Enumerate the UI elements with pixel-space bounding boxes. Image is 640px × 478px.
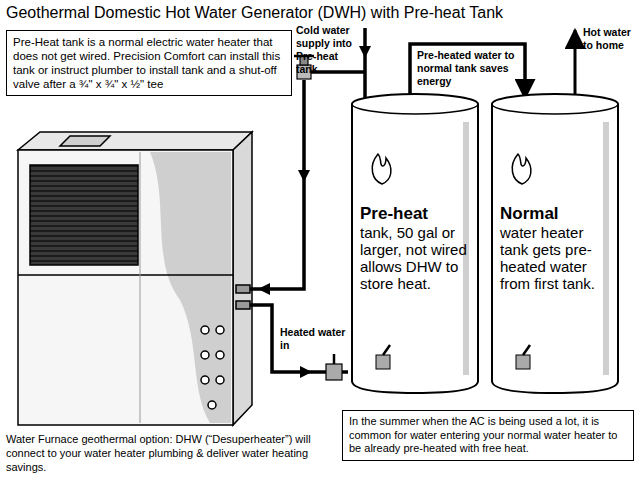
tank-body: water heater tank gets pre-heated water … — [500, 224, 614, 292]
note-box: In the summer when the AC is being used … — [342, 410, 634, 461]
tank-body-shape — [352, 94, 478, 393]
flame-icon — [372, 154, 391, 184]
pipe-connector — [410, 44, 525, 100]
annotation-label: Hot water to home — [583, 26, 635, 52]
flame-icon — [512, 154, 531, 184]
tank-rim — [352, 104, 478, 114]
diagram-title: Geothermal Domestic Hot Water Generator … — [6, 3, 503, 22]
annotation-label: Water Furnace geothermal option: DHW (“D… — [6, 432, 336, 474]
note-box: Pre-Heat tank is a normal electric water… — [6, 30, 292, 96]
tank-drain-valve — [376, 355, 390, 369]
tank-body: tank, 50 gal or larger, not wired allows… — [360, 224, 474, 292]
tank-heading: Normal — [500, 204, 614, 224]
note-text: Pre-Heat tank is a normal electric water… — [13, 35, 285, 91]
water-heater-tank: Normalwater heater tank gets pre-heated … — [490, 92, 620, 395]
water-heater-tank: Pre-heattank, 50 gal or larger, not wire… — [350, 92, 480, 395]
tank-heading: Pre-heat — [360, 204, 474, 224]
tank-drain-valve — [516, 355, 530, 369]
drain-valve — [326, 354, 342, 380]
note-text: In the summer when the AC is being used … — [349, 415, 627, 456]
annotation-label: Cold water supply into Pre-heat tank — [296, 24, 358, 76]
tank-drain-handle — [523, 345, 530, 355]
annotation-label: Heated water in — [280, 326, 348, 352]
edge-label: Pre-heated water to normal tank saves en… — [417, 49, 518, 88]
tank-label: Normalwater heater tank gets pre-heated … — [500, 204, 614, 292]
tank-label: Pre-heattank, 50 gal or larger, not wire… — [360, 204, 474, 292]
tank-rim — [492, 104, 618, 114]
tank-shading — [603, 122, 609, 375]
geothermal-unit — [18, 132, 252, 425]
tank-drain-handle — [383, 345, 390, 355]
tank-body-shape — [492, 94, 618, 393]
